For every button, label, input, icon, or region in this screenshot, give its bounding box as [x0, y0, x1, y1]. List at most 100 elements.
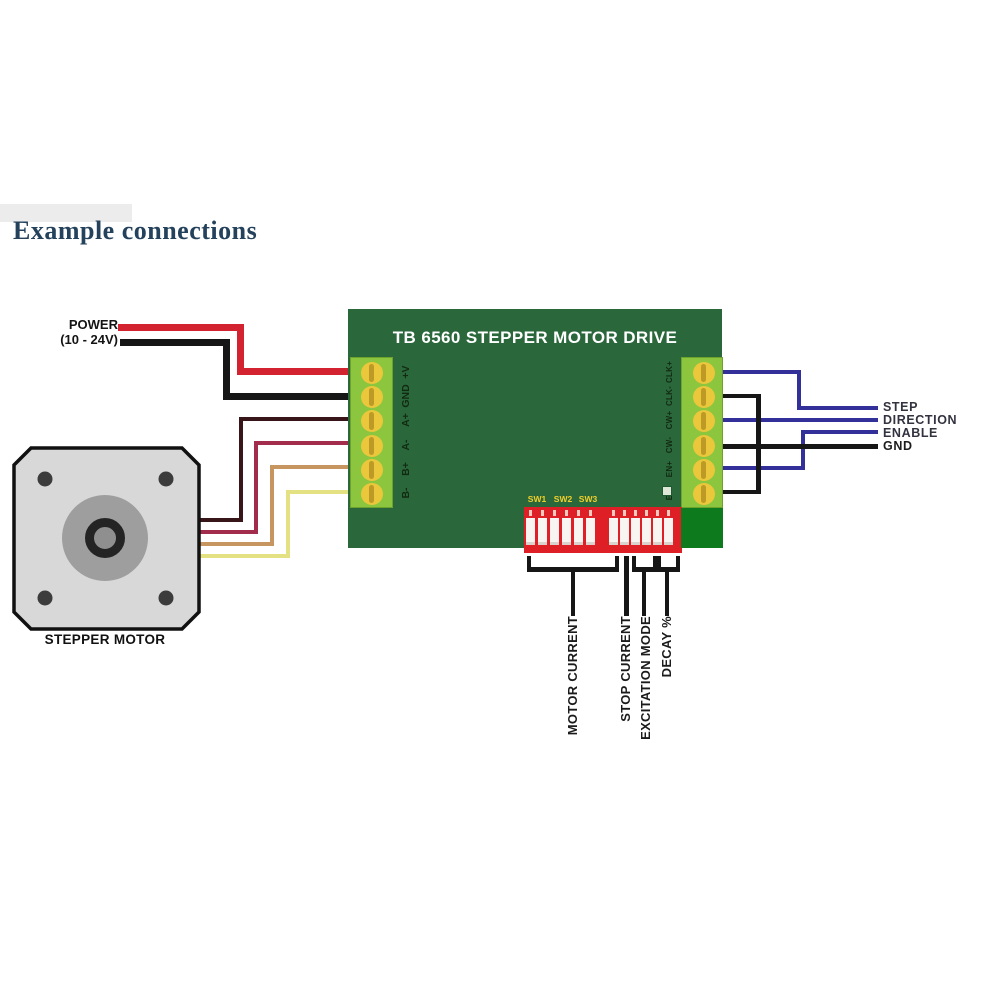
wire-motor-b-minus [286, 490, 354, 494]
wire-step-blue [797, 406, 878, 410]
wire-step-blue [797, 370, 801, 410]
dip-group-label-sw1: SW1 [527, 494, 547, 504]
dip-micro-label-mark [645, 510, 648, 516]
dip-switch [562, 510, 571, 545]
bracket-excitation-mode [653, 556, 657, 571]
power-label-line1: POWER [68, 317, 118, 332]
dip-micro-label-mark [589, 510, 592, 516]
dip-micro-label-mark [529, 510, 532, 516]
motor-shaft [85, 518, 125, 558]
dip-switch [609, 510, 618, 545]
line-stop-current [624, 556, 629, 616]
dip-switch [574, 510, 583, 545]
terminal-left-3 [361, 410, 383, 432]
dip-switch-slider [538, 518, 547, 545]
dip-switch [631, 510, 640, 545]
bracket-decay [657, 567, 680, 572]
board-connector-pad [681, 508, 723, 548]
terminal-right-4 [693, 435, 715, 457]
wire-motor-b-minus [199, 554, 290, 558]
terminal-block-left [350, 357, 393, 508]
dip-group-label-sw3: SW3 [578, 494, 598, 504]
dip-micro-label-mark [612, 510, 615, 516]
dip-micro-label-mark [565, 510, 568, 516]
bracket-excitation-mode [632, 567, 657, 572]
dip-switch-slider [562, 518, 571, 545]
dip-switch-slider [631, 518, 640, 545]
wire-gnd-black [720, 490, 760, 494]
motor-bolt [37, 471, 53, 487]
bracket-motor-current [571, 572, 575, 616]
dip-switch-slider [664, 518, 673, 545]
wire-motor-b-minus [286, 490, 290, 558]
dip-switch-slider [642, 518, 651, 545]
dip-switch [538, 510, 547, 545]
wire-motor-a-minus [254, 441, 354, 445]
wire-step-blue [720, 370, 801, 374]
dip-switch-slider [620, 518, 629, 545]
dip-micro-label-mark [577, 510, 580, 516]
terminal-right-5 [693, 459, 715, 481]
bracket-excitation-mode [642, 572, 646, 616]
wire-motor-b-plus [270, 465, 274, 546]
wire-motor-a-minus [199, 530, 258, 534]
dip-switch [653, 510, 662, 545]
power-label: POWER (10 - 24V) [25, 317, 118, 347]
page-title: Example connections [13, 216, 258, 245]
dip-switch [664, 510, 673, 545]
label-step: STEP [883, 400, 919, 414]
label-enable: ENABLE [883, 426, 938, 440]
wire-motor-a-plus [239, 417, 354, 421]
power-label-line2: (10 - 24V) [60, 332, 118, 347]
motor-bolt [158, 590, 174, 606]
wire-motor-b-plus [199, 542, 274, 546]
wire-power-red [237, 368, 354, 375]
stepper-motor [12, 446, 201, 631]
dip-switch-slider [574, 518, 583, 545]
component-chip [662, 486, 672, 496]
dip-micro-label-mark [634, 510, 637, 516]
dip-micro-label-mark [541, 510, 544, 516]
dip-switch [620, 510, 629, 545]
label-excitation-mode: EXCITATION MODE [638, 616, 653, 740]
terminal-left-4 [361, 435, 383, 457]
dip-switch [526, 510, 535, 545]
motor-bolt [158, 471, 174, 487]
label-gnd: GND [883, 439, 913, 453]
dip-switch [642, 510, 651, 545]
wire-motor-b-plus [270, 465, 354, 469]
wire-power-black [223, 339, 230, 400]
terminal-left-6 [361, 483, 383, 505]
bracket-motor-current [527, 556, 531, 571]
dip-switch-slider [653, 518, 662, 545]
wire-power-red [118, 324, 244, 331]
terminal-left-5 [361, 459, 383, 481]
wire-motor-a-plus [199, 518, 243, 522]
terminal-right-1 [693, 362, 715, 384]
dip-switch-slider [526, 518, 535, 545]
label-motor-current: MOTOR CURRENT [565, 616, 580, 736]
terminal-right-6 [693, 483, 715, 505]
wire-direction-blue [720, 418, 878, 422]
wire-motor-a-minus [254, 441, 258, 534]
dip-switch-slider [586, 518, 595, 545]
board-title: TB 6560 STEPPER MOTOR DRIVE [392, 328, 678, 347]
wire-power-red [237, 324, 244, 375]
dip-switch-slider [550, 518, 559, 545]
heading-background-band [0, 204, 132, 222]
bracket-motor-current [615, 556, 619, 571]
driver-board: TB 6560 STEPPER MOTOR DRIVE [348, 309, 723, 548]
dip-group-label-sw2: SW2 [553, 494, 573, 504]
bracket-decay [657, 556, 661, 571]
wire-gnd-black [720, 444, 878, 449]
dip-micro-label-mark [623, 510, 626, 516]
wire-power-black [223, 393, 354, 400]
terminal-label-b-minus: B- [400, 487, 412, 499]
bracket-decay [665, 572, 669, 616]
wire-power-black [120, 339, 230, 346]
wire-motor-a-plus [239, 417, 243, 522]
wire-enable-blue [801, 430, 805, 470]
dip-block-right [605, 507, 682, 553]
dip-switch-slider [609, 518, 618, 545]
